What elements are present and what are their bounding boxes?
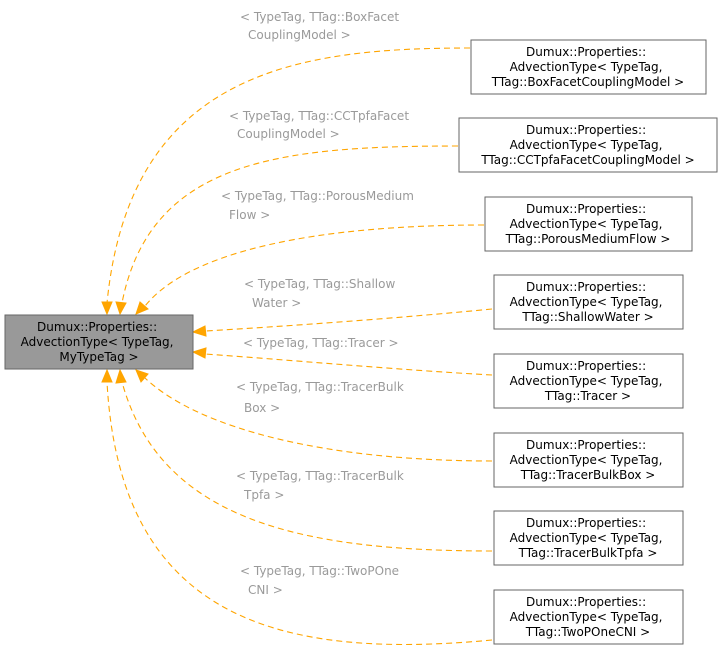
node-box <box>493 353 684 409</box>
edge-label-shallow-water: < TypeTag, TTag::Shallow Water > <box>244 277 399 310</box>
edge-arrowhead <box>191 347 207 359</box>
edge-label-porous-medium: < TypeTag, TTag::PorousMedium Flow > <box>221 189 418 222</box>
edges <box>101 47 493 645</box>
node-label: Dumux::Properties:: AdvectionType< TypeT… <box>510 595 667 639</box>
edge-line <box>121 381 493 552</box>
node-label: Dumux::Properties:: AdvectionType< TypeT… <box>505 202 671 246</box>
edge-label-two-p-one-cni: < TypeTag, TTag::TwoPOne CNI > <box>240 564 403 597</box>
node-two-p-one-cni[interactable]: Dumux::Properties:: AdvectionType< TypeT… <box>493 589 684 645</box>
edge-label-cctpfa-facet: < TypeTag, TTag::CCTpfaFacet CouplingMod… <box>229 109 413 141</box>
node-tracer[interactable]: Dumux::Properties:: AdvectionType< TypeT… <box>493 353 684 409</box>
edge-arrowhead <box>115 301 127 316</box>
node-box <box>493 589 684 645</box>
node-label: Dumux::Properties:: AdvectionType< TypeT… <box>21 320 178 364</box>
node-box <box>493 274 684 330</box>
node-box <box>493 510 684 566</box>
node-label: Dumux::Properties:: AdvectionType< TypeT… <box>510 359 667 403</box>
node-label: Dumux::Properties:: AdvectionType< TypeT… <box>510 280 667 324</box>
edge-label-tracer-bulk-tpfa: < TypeTag, TTag::TracerBulk Tpfa > <box>236 469 408 502</box>
edge-porous-medium <box>135 224 485 315</box>
edge-arrowhead <box>101 368 113 383</box>
edge-labels: < TypeTag, TTag::BoxFacet CouplingModel … <box>221 10 418 597</box>
edge-line <box>106 381 493 645</box>
edge-line <box>121 145 459 304</box>
edge-label-tracer: < TypeTag, TTag::Tracer > <box>243 336 399 350</box>
node-cctpfa-facet-coupling-model[interactable]: Dumux::Properties:: AdvectionType< TypeT… <box>458 117 718 173</box>
node-tracer-bulk-box[interactable]: Dumux::Properties:: AdvectionType< TypeT… <box>493 432 684 488</box>
edge-two-p-one-cni <box>101 368 493 645</box>
edge-line <box>204 353 493 376</box>
edge-line <box>204 308 493 332</box>
node-porous-medium-flow[interactable]: Dumux::Properties:: AdvectionType< TypeT… <box>484 196 693 252</box>
edge-tracer-bulk-tpfa <box>115 368 493 552</box>
node-shallow-water[interactable]: Dumux::Properties:: AdvectionType< TypeT… <box>493 274 684 330</box>
edge-arrowhead <box>135 301 149 315</box>
node-box <box>4 314 194 370</box>
node-tracer-bulk-tpfa[interactable]: Dumux::Properties:: AdvectionType< TypeT… <box>493 510 684 566</box>
edge-arrowhead <box>115 368 127 384</box>
edge-line <box>144 377 493 462</box>
edge-tracer-bulk-box <box>135 369 493 462</box>
edge-cctpfa-facet <box>115 145 459 316</box>
edge-line <box>106 47 471 304</box>
node-label: Dumux::Properties:: AdvectionType< TypeT… <box>480 123 694 167</box>
node-label: Dumux::Properties:: AdvectionType< TypeT… <box>510 516 667 560</box>
node-box <box>493 432 684 488</box>
edge-tracer <box>191 347 493 376</box>
edge-arrowhead <box>101 301 113 316</box>
node-label: Dumux::Properties:: AdvectionType< TypeT… <box>491 45 684 89</box>
node-box <box>484 196 693 252</box>
edge-label-box-facet: < TypeTag, TTag::BoxFacet CouplingModel … <box>240 10 403 42</box>
node-box <box>458 117 718 173</box>
node-label: Dumux::Properties:: AdvectionType< TypeT… <box>510 438 667 482</box>
node-box <box>470 39 707 95</box>
edge-shallow-water <box>191 308 493 337</box>
node-box-facet-coupling-model[interactable]: Dumux::Properties:: AdvectionType< TypeT… <box>470 39 707 95</box>
edge-arrowhead <box>191 325 207 337</box>
node-my-type-tag[interactable]: Dumux::Properties:: AdvectionType< TypeT… <box>4 314 194 370</box>
edge-arrowhead <box>135 369 149 383</box>
edge-label-tracer-bulk-box: < TypeTag, TTag::TracerBulk Box > <box>236 380 408 415</box>
edge-line <box>144 224 485 307</box>
edge-box-facet <box>101 47 471 316</box>
